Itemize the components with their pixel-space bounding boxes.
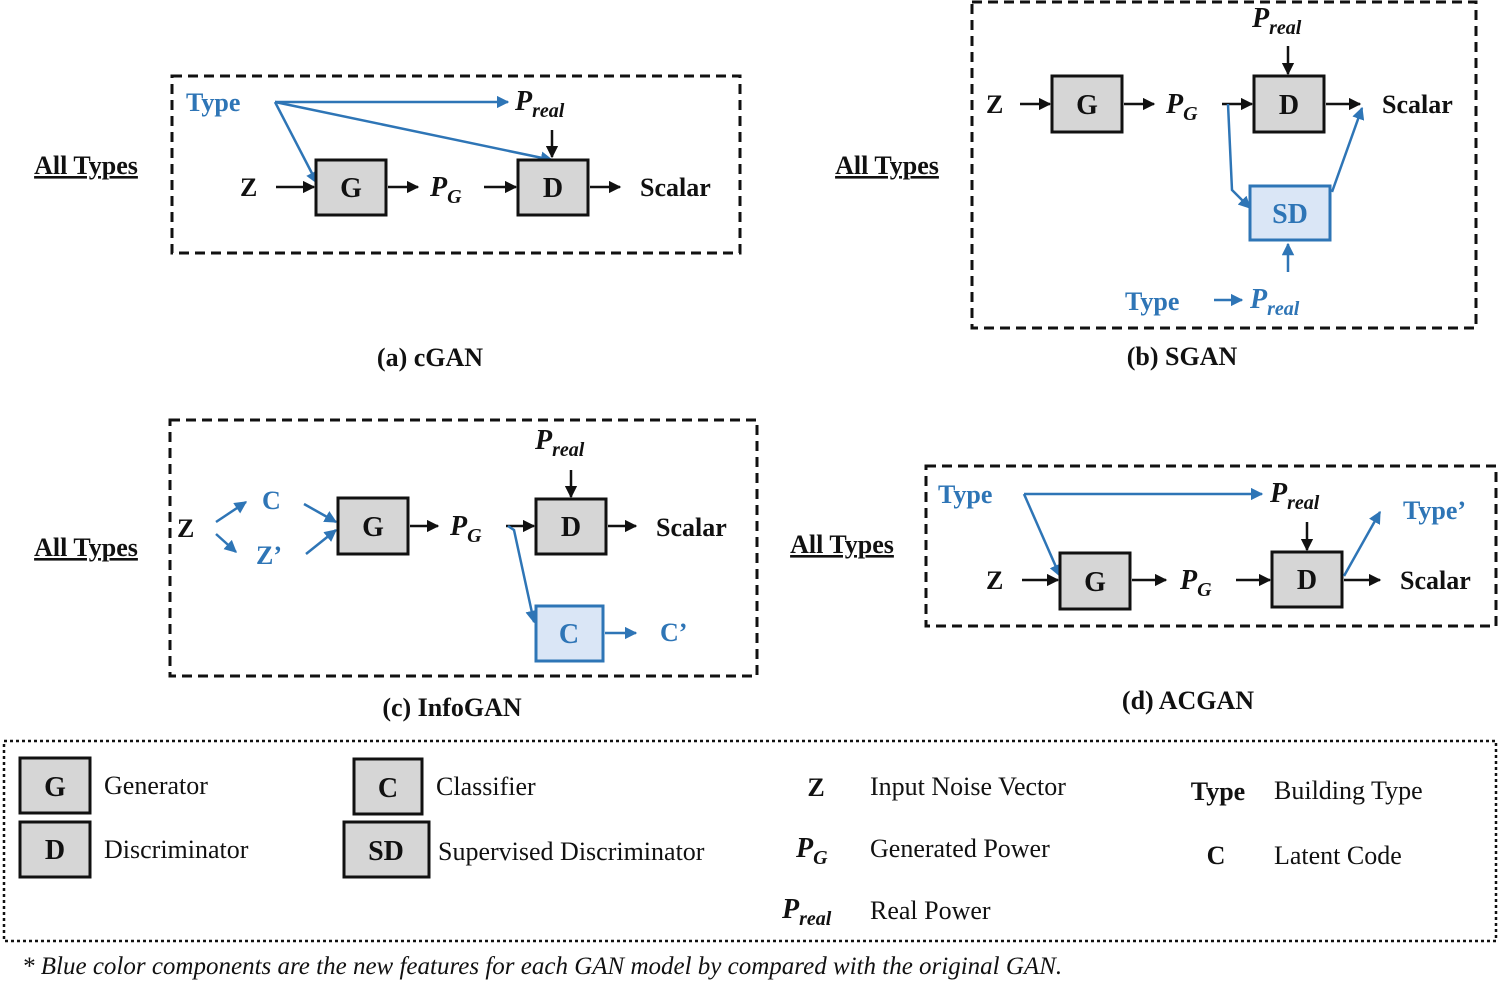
sgan-d-label: D <box>1279 90 1299 121</box>
acgan-type-to-g-arrow <box>1022 493 1062 578</box>
sgan-all-types-label: All Types <box>835 151 939 180</box>
infogan-zprime-label: Z’ <box>256 541 282 570</box>
legend-c-box <box>352 757 424 816</box>
acgan-type-label: Type <box>938 480 992 509</box>
sgan-supervised-discriminator-box <box>1248 184 1332 242</box>
legend-g-label: Generator <box>104 771 208 800</box>
cgan-pg-label: PG <box>429 172 462 208</box>
legend-preal-symbol: Preal <box>781 894 832 930</box>
sgan-sd-label: SD <box>1272 199 1308 230</box>
legend-latent-symbol: C <box>1207 841 1226 870</box>
sgan-g-label: G <box>1076 90 1098 121</box>
infogan-d-label: D <box>561 512 581 543</box>
sgan-pg-label: PG <box>1165 89 1198 125</box>
sgan-z-label: Z <box>986 90 1003 119</box>
infogan-caption: (c) InfoGAN <box>382 693 522 722</box>
acgan-frame <box>924 464 1498 628</box>
sgan-type-label: Type <box>1125 287 1179 316</box>
sgan-preal2-label: Preal <box>1249 284 1300 320</box>
acgan-d-label: D <box>1297 565 1317 596</box>
sgan-pg-to-sd-arrow <box>1226 103 1251 209</box>
legend-sd-label: Supervised Discriminator <box>438 837 705 866</box>
legend-preal-label: Real Power <box>870 896 991 925</box>
cgan-caption: (a) cGAN <box>377 343 483 372</box>
cgan-d-label: D <box>543 173 563 204</box>
infogan-all-types-label: All Types <box>34 533 138 562</box>
cgan-frame <box>170 74 742 255</box>
legend-pg-symbol: PG <box>795 833 828 869</box>
panel-acgan: All Types Type Preal Z G PG D Scalar Typ… <box>790 464 1498 715</box>
panel-sgan: All Types Preal Z G PG D Scalar SD Type … <box>835 0 1478 371</box>
acgan-d-to-typeprime-arrow <box>1342 510 1382 577</box>
legend-d-symbol: D <box>45 835 65 866</box>
sgan-discriminator-box <box>1252 74 1326 134</box>
infogan-c-to-g-arrow <box>303 502 338 524</box>
cgan-type-to-g-arrow <box>273 101 319 185</box>
infogan-zprime-to-g-arrow <box>305 529 337 555</box>
cgan-preal-label: Preal <box>514 86 565 122</box>
infogan-z-to-c-arrow <box>215 500 248 524</box>
infogan-scalar-label: Scalar <box>656 513 727 542</box>
infogan-classifier-box <box>534 604 605 663</box>
acgan-typeprime-label: Type’ <box>1403 496 1466 525</box>
infogan-generator-box <box>336 496 410 556</box>
legend-z-symbol: Z <box>807 773 824 802</box>
legend-z-label: Input Noise Vector <box>870 772 1066 801</box>
infogan-pg-label: PG <box>449 511 482 547</box>
footnote: * Blue color components are the new feat… <box>22 953 1062 980</box>
legend-d-box <box>18 820 92 879</box>
acgan-g-label: G <box>1084 567 1106 598</box>
legend-c-label: Classifier <box>436 772 536 801</box>
legend: G Generator D Discriminator C Classifier… <box>2 739 1498 943</box>
legend-sd-box <box>342 820 431 879</box>
infogan-discriminator-box <box>534 497 608 556</box>
legend-g-box <box>18 756 92 815</box>
legend-sd-symbol: SD <box>368 836 404 867</box>
infogan-z-to-zprime-arrow <box>215 533 237 553</box>
sgan-frame <box>970 0 1478 330</box>
sgan-generator-box <box>1050 74 1124 134</box>
cgan-all-types-label: All Types <box>34 151 138 180</box>
acgan-generator-box <box>1058 551 1132 611</box>
legend-pg-label: Generated Power <box>870 834 1050 863</box>
acgan-caption: (d) ACGAN <box>1122 686 1254 715</box>
cgan-type-to-d-arrow <box>274 100 554 164</box>
sgan-preal-label: Preal <box>1251 3 1302 39</box>
infogan-z-label: Z <box>177 514 194 543</box>
infogan-c-label: C <box>262 486 281 515</box>
acgan-all-types-label: All Types <box>790 530 894 559</box>
sgan-scalar-label: Scalar <box>1382 90 1453 119</box>
cgan-z-label: Z <box>240 173 257 202</box>
legend-g-symbol: G <box>44 772 66 803</box>
acgan-z-label: Z <box>986 566 1003 595</box>
infogan-frame <box>168 418 759 678</box>
cgan-scalar-label: Scalar <box>640 173 711 202</box>
acgan-scalar-label: Scalar <box>1400 566 1471 595</box>
infogan-cbox-label: C <box>559 619 579 650</box>
legend-d-label: Discriminator <box>104 835 249 864</box>
infogan-cprime-label: C’ <box>660 618 687 647</box>
panel-cgan: All Types Type Preal Z G PG D Scalar (a)… <box>34 74 742 372</box>
infogan-preal-label: Preal <box>534 425 585 461</box>
cgan-type-label: Type <box>186 88 240 117</box>
infogan-g-label: G <box>362 512 384 543</box>
legend-type-symbol: Type <box>1191 777 1245 806</box>
acgan-pg-label: PG <box>1179 565 1212 601</box>
cgan-g-label: G <box>340 173 362 204</box>
legend-latent-label: Latent Code <box>1274 841 1402 870</box>
sgan-sd-to-scalar-arrow <box>1330 106 1365 193</box>
panel-infogan: All Types Preal Z C Z’ G PG D Scalar C C… <box>34 418 759 722</box>
acgan-discriminator-box <box>1270 550 1344 609</box>
legend-type-label: Building Type <box>1274 776 1423 805</box>
legend-frame <box>2 739 1498 943</box>
cgan-generator-box <box>314 158 388 217</box>
sgan-caption: (b) SGAN <box>1127 342 1238 371</box>
cgan-discriminator-box <box>516 158 590 217</box>
legend-c-symbol: C <box>378 773 398 804</box>
infogan-pg-to-c-arrow <box>507 524 538 624</box>
acgan-preal-label: Preal <box>1269 478 1320 514</box>
